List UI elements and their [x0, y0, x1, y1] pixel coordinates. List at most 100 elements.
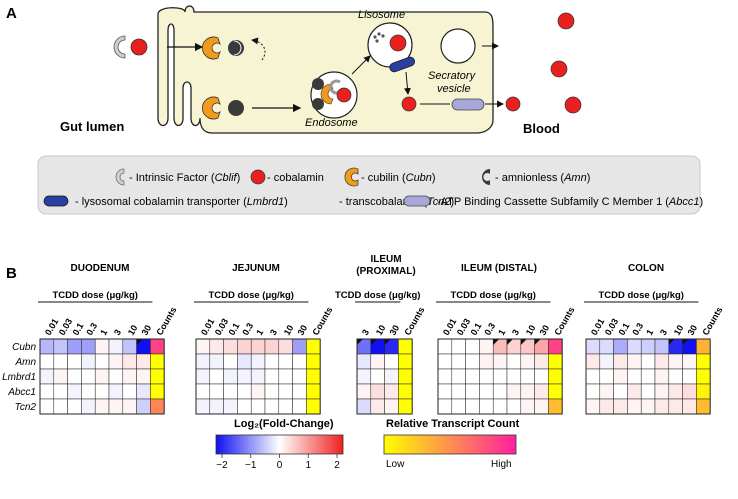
fc-tick-label: −1	[245, 460, 257, 471]
fold-change-cell	[599, 368, 614, 385]
fold-change-cell	[195, 368, 211, 385]
dose-tick-label: 0.03	[603, 317, 620, 337]
fold-change-cell	[292, 338, 307, 355]
fold-change-cell	[451, 338, 466, 355]
fold-change-cell	[654, 383, 670, 400]
to-lysosome-arrow	[351, 55, 371, 75]
dose-tick-label: 0.3	[240, 321, 255, 337]
fold-change-cell	[67, 353, 82, 370]
fold-change-cell	[264, 368, 280, 385]
count-cell	[150, 368, 165, 385]
dose-tick-label: 30	[538, 323, 552, 337]
fc-tick-label: 2	[334, 460, 340, 471]
fold-change-cell	[654, 368, 670, 385]
fold-change-cell	[223, 398, 238, 415]
dose-axis-label: TCDD dose (μg/kg)	[208, 290, 294, 301]
lysosome	[367, 22, 416, 73]
dose-tick-label: 0.01	[589, 317, 606, 337]
fold-change-cell	[640, 398, 656, 415]
legend-item-label: - amnionless (Amn)	[495, 172, 590, 184]
gene-label: Lmbrd1	[2, 372, 36, 383]
fold-change-cell	[627, 398, 642, 415]
fold-change-cell	[599, 398, 614, 415]
count-cell	[548, 383, 563, 400]
blood-complexes	[507, 11, 582, 114]
fold-change-cell	[209, 398, 224, 415]
fold-change-cell	[250, 383, 266, 400]
count-cell	[398, 338, 413, 355]
cubam-receptor-bottom	[202, 96, 244, 120]
fold-change-cell	[451, 398, 466, 415]
fold-change-cell	[479, 338, 494, 355]
significance-marker	[682, 339, 689, 345]
fold-change-cell	[264, 383, 280, 400]
fold-change-cell	[81, 368, 96, 385]
fold-change-cell	[627, 353, 642, 370]
legend-box	[37, 155, 701, 215]
intrinsic-factor-icon	[115, 168, 125, 186]
fold-change-cell	[668, 398, 683, 415]
fold-change-cell	[108, 353, 124, 370]
fold-change-cell	[520, 353, 535, 370]
dose-tick-label: 0.3	[482, 321, 497, 337]
fold-change-cell	[250, 398, 266, 415]
fold-change-cell	[465, 368, 480, 385]
fc-tick-label: 1	[305, 460, 311, 471]
fold-change-cell	[53, 338, 68, 355]
fold-change-cell	[122, 338, 137, 355]
fold-change-cell	[599, 353, 614, 370]
fold-change-cell	[250, 338, 266, 355]
fold-change-cell	[534, 353, 549, 370]
count-cell	[548, 368, 563, 385]
fc-colorbar	[215, 434, 344, 455]
count-cell	[398, 353, 413, 370]
fold-change-cell	[384, 383, 399, 400]
abc-transporter-icon	[403, 195, 431, 207]
fold-change-cell	[39, 383, 55, 400]
count-cell	[548, 353, 563, 370]
fold-change-cell	[67, 368, 82, 385]
fold-change-cell	[682, 398, 697, 415]
dose-tick-label: 30	[686, 323, 700, 337]
dose-tick-label: 10	[524, 323, 538, 337]
dose-axis-label: TCDD dose (μg/kg)	[598, 290, 684, 301]
cubam-receptor-top	[202, 36, 244, 60]
section-title: ILEUM	[370, 254, 401, 265]
dose-tick-label: 3	[510, 328, 521, 337]
fold-change-cell	[122, 353, 137, 370]
fold-change-cell	[292, 368, 307, 385]
release-arrow	[403, 71, 411, 95]
fold-change-cell	[278, 368, 293, 385]
dose-tick-label: 1	[98, 328, 109, 337]
dose-tick-label: 30	[296, 323, 310, 337]
fold-change-cell	[53, 383, 68, 400]
fold-change-cell	[356, 368, 372, 385]
fold-change-cell	[682, 368, 697, 385]
significance-marker	[507, 339, 513, 345]
fold-change-cell	[122, 383, 137, 400]
fold-change-cell	[223, 368, 238, 385]
fold-change-cell	[370, 383, 385, 400]
fold-change-cell	[209, 368, 224, 385]
fc-scale-title: Log₂(Fold-Change)	[234, 418, 334, 430]
count-cell	[306, 383, 321, 400]
secretory-vesicle	[440, 28, 476, 64]
fold-change-cell	[136, 398, 151, 415]
fold-change-cell	[451, 368, 466, 385]
fold-change-cell	[384, 368, 399, 385]
fold-change-cell	[136, 353, 151, 370]
fold-change-cell	[613, 368, 628, 385]
fold-change-cell	[451, 353, 466, 370]
dose-tick-label: 3	[268, 328, 279, 337]
dose-tick-label: 3	[658, 328, 669, 337]
fold-change-cell	[292, 398, 307, 415]
fold-change-cell	[492, 368, 508, 385]
fc-tick-label: −2	[216, 460, 228, 471]
heatmap-frame	[39, 338, 165, 415]
fold-change-cell	[668, 383, 683, 400]
endosome	[310, 71, 358, 119]
fold-change-cell	[585, 338, 601, 355]
fold-change-cell	[264, 338, 280, 355]
fold-change-cell	[437, 383, 453, 400]
